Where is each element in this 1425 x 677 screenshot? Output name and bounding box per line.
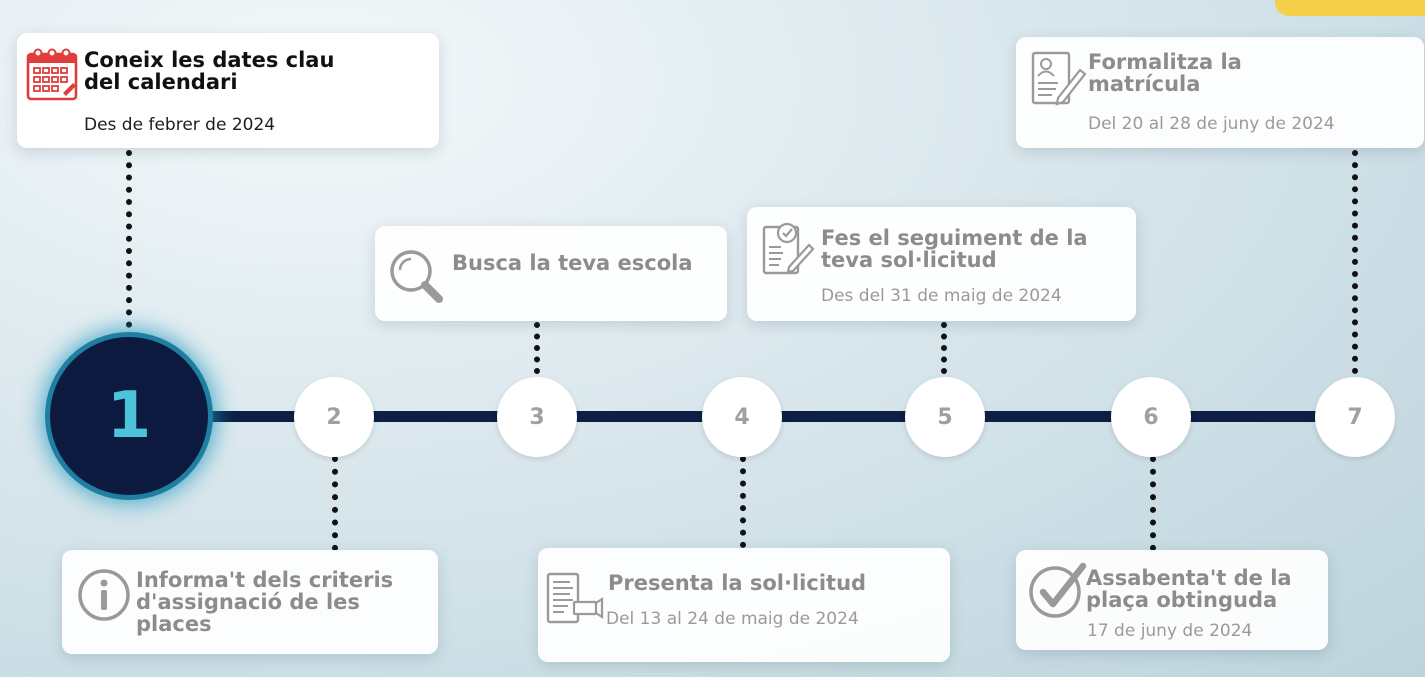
card-submit-subtitle: Del 13 al 24 de maig de 2024: [606, 609, 859, 629]
connector-step-6: [1150, 456, 1156, 551]
card-result[interactable]: Assabenta't de la plaça obtinguda 17 de …: [1016, 550, 1328, 650]
info-icon: [78, 569, 130, 621]
card-submit[interactable]: Presenta la sol·licitud Del 13 al 24 de …: [538, 548, 950, 662]
connector-step-7: [1352, 150, 1358, 374]
card-track-subtitle: Des del 31 de maig de 2024: [821, 286, 1062, 306]
card-calendar-subtitle: Des de febrer de 2024: [84, 115, 276, 135]
step-3[interactable]: 3: [497, 377, 577, 457]
connector-step-1: [126, 150, 132, 340]
enrollment-icon: [1031, 51, 1087, 106]
step-7[interactable]: 7: [1315, 377, 1395, 457]
step-6-number: 6: [1143, 404, 1159, 430]
step-2[interactable]: 2: [294, 377, 374, 457]
card-criteria-title: Informa't dels criteris d'assignació de …: [136, 568, 394, 636]
card-criteria[interactable]: Informa't dels criteris d'assignació de …: [62, 550, 438, 654]
step-3-number: 3: [529, 404, 545, 430]
step-6[interactable]: 6: [1111, 377, 1191, 457]
accent-tab: [1275, 0, 1425, 16]
check-icon: [1029, 562, 1087, 618]
search-icon: [390, 250, 443, 303]
card-enroll-title: Formalitza la matrícula: [1088, 50, 1242, 96]
tracking-icon: [762, 222, 815, 275]
connector-step-2: [332, 456, 338, 551]
card-result-title: Assabenta't de la plaça obtinguda: [1086, 566, 1292, 612]
calendar-icon: [26, 48, 78, 101]
connector-step-4: [740, 456, 746, 548]
form-icon: [546, 572, 604, 624]
step-5-number: 5: [937, 404, 953, 430]
step-4-number: 4: [734, 404, 750, 430]
step-4[interactable]: 4: [702, 377, 782, 457]
card-track[interactable]: Fes el seguiment de la teva sol·licitud …: [747, 207, 1136, 321]
card-search-title: Busca la teva escola: [452, 251, 693, 275]
connector-step-3: [534, 322, 540, 374]
step-5[interactable]: 5: [905, 377, 985, 457]
card-result-subtitle: 17 de juny de 2024: [1087, 621, 1253, 641]
card-enroll-subtitle: Del 20 al 28 de juny de 2024: [1088, 114, 1335, 134]
card-search[interactable]: Busca la teva escola: [375, 226, 727, 321]
connector-step-5: [941, 322, 947, 374]
card-track-title: Fes el seguiment de la teva sol·licitud: [821, 226, 1088, 272]
card-submit-title: Presenta la sol·licitud: [608, 571, 867, 595]
step-1-number: 1: [106, 379, 152, 453]
card-calendar[interactable]: Coneix les dates clau del calendari Des …: [17, 33, 439, 148]
card-enroll[interactable]: Formalitza la matrícula Del 20 al 28 de …: [1016, 37, 1424, 148]
step-1[interactable]: 1: [50, 337, 208, 495]
step-2-number: 2: [326, 404, 342, 430]
card-calendar-title: Coneix les dates clau del calendari: [84, 48, 335, 94]
step-7-number: 7: [1347, 404, 1363, 430]
